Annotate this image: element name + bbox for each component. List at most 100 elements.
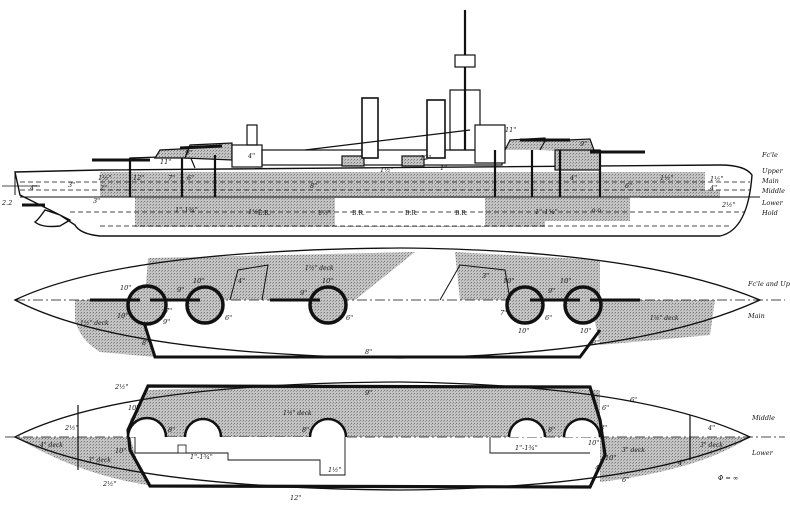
label-b1.5-stern: 1½": [710, 175, 723, 183]
label-b4a: 4": [247, 152, 255, 160]
label-deck-1-1.75-aft: 1"-1¾": [535, 208, 558, 216]
label-b9: 9": [365, 389, 372, 397]
label-b1: 1": [440, 164, 447, 172]
label-b4b: 4": [677, 459, 685, 467]
label-b6b: 6": [630, 396, 637, 404]
deck-label-middle: Middle: [761, 187, 785, 195]
label-upper-deck-left: 1½" deck: [80, 320, 109, 327]
label-b1.5-fore: 1½": [248, 208, 261, 216]
label-b6r: 6": [625, 182, 632, 190]
label-sec-3: 3": [482, 272, 489, 280]
label-b7: 7": [168, 174, 175, 182]
armor-belt-shade: [100, 172, 705, 197]
label-b9: 9": [185, 149, 192, 157]
label-b12: 12": [133, 174, 144, 182]
label-b11: 11": [160, 158, 171, 166]
label-b6a: 6": [602, 404, 609, 412]
label-t1-9: 9": [177, 286, 184, 294]
label-fore-8: 8": [142, 339, 149, 347]
label-t4-6: 6": [545, 314, 552, 322]
fore-deck-shade: [15, 437, 148, 485]
turret-a-upper: [126, 284, 168, 326]
label-lower-deck-main: 1½" deck: [283, 410, 312, 417]
deck-label-fcle-upper: Fc'le and Upper decks: [747, 280, 790, 288]
label-engine-room: E.R.: [258, 210, 271, 217]
label-end-2.5-mid: 2½": [64, 424, 78, 432]
label-stem: 2.2: [1, 199, 12, 207]
label-deck-1-1.75: 1"-1¾": [175, 206, 198, 214]
label-b10c: 10": [605, 454, 616, 462]
label-t4-10: 10": [503, 277, 514, 285]
label-t1-9b: 9": [163, 318, 170, 326]
label-end-2.5-top: 2½": [114, 383, 128, 391]
label-t1-10: 10": [120, 284, 131, 292]
label-b2.5-stern: 2½": [721, 201, 735, 209]
barbette-e-lower: [562, 417, 602, 438]
label-sec-4: 4": [237, 277, 245, 285]
label-boiler-room-3: B.R.: [455, 210, 468, 217]
turret-b-upper: [185, 285, 225, 325]
upper-deck-shade-right: [590, 300, 715, 345]
barbette-a-lower: [126, 416, 168, 438]
deck-label-hold: Hold: [761, 209, 778, 217]
armor-aft-deck-shade: [640, 190, 720, 198]
label-b12: 12": [290, 494, 301, 502]
label-b8: 8": [310, 182, 317, 190]
lower-compartments: [134, 437, 590, 476]
label-b4c: 4": [594, 464, 602, 472]
label-t4-7: 7": [500, 309, 507, 317]
turret-d-upper: [505, 285, 545, 325]
label-deck-1-1.75-fore: 1"-1¾": [190, 453, 213, 461]
label-t5-10b: 10": [580, 327, 591, 335]
upper-deck-shade-top-right: [455, 252, 600, 300]
deck-label-lower: Lower: [761, 199, 784, 207]
label-b6c: 6": [622, 476, 629, 484]
label-magazine: o.o: [592, 207, 601, 214]
label-t3-9: 9": [300, 289, 307, 297]
label-b4a: 4": [707, 424, 715, 432]
hull-outline: [14, 164, 753, 237]
label-bow-4: 4": [29, 184, 37, 192]
label-b11r: 11": [505, 126, 516, 134]
label-t5-9: 9": [548, 287, 555, 295]
label-t2-10: 10": [193, 277, 204, 285]
label-bulkhead: 1½": [318, 210, 331, 217]
label-b8a: 8": [168, 426, 175, 434]
label-b8c: 8": [548, 426, 555, 434]
label-b8d: 8": [600, 424, 607, 432]
label-b10d: 10": [588, 439, 599, 447]
plan-upper-decks: 1½" deck 1½" deck 1½" deck 10" 10" 7" 9"…: [13, 247, 790, 359]
deck-label-upper: Upper: [762, 167, 784, 175]
barbette-c-lower: [308, 417, 348, 438]
middle-deck-shade: [130, 385, 600, 437]
label-bow-3: 3": [68, 181, 75, 189]
label-b3: 3": [93, 197, 100, 205]
label-deck-aft: 3" deck: [700, 442, 723, 449]
label-b10b: 10": [115, 447, 126, 455]
label-boiler-room-2: B.R.: [405, 210, 418, 217]
label-t1-10b: 10": [117, 312, 128, 320]
label-b1-5: 1½": [98, 174, 111, 182]
label-aft-8: 8": [592, 339, 599, 347]
deck-label-lower-plan: Lower: [751, 449, 774, 457]
label-b8b: 8": [302, 426, 309, 434]
turret-c-upper: [308, 285, 348, 325]
label-deck-4: 4" deck: [39, 442, 63, 449]
label-t1-7: 7": [165, 307, 172, 315]
label-bulkhead-1.5: 1½": [328, 466, 341, 474]
barbette-b-lower: [183, 417, 223, 438]
label-t5-10: 10": [560, 277, 571, 285]
label-b1.5-mid: 1½": [380, 166, 393, 174]
label-t4-10b: 10": [518, 327, 529, 335]
label-scale: Φ = ∞: [718, 474, 738, 482]
label-b6a: 6": [187, 174, 194, 182]
label-belt-8: 8": [365, 348, 372, 356]
label-b4b: 4": [569, 174, 577, 182]
barbette-d-lower: [507, 417, 547, 438]
label-b2: 2": [99, 184, 107, 192]
label-t3-6: 6": [346, 314, 353, 322]
deck-label-fcle: Fc'le: [761, 151, 778, 159]
label-boiler-room-1: B.R.: [352, 210, 365, 217]
